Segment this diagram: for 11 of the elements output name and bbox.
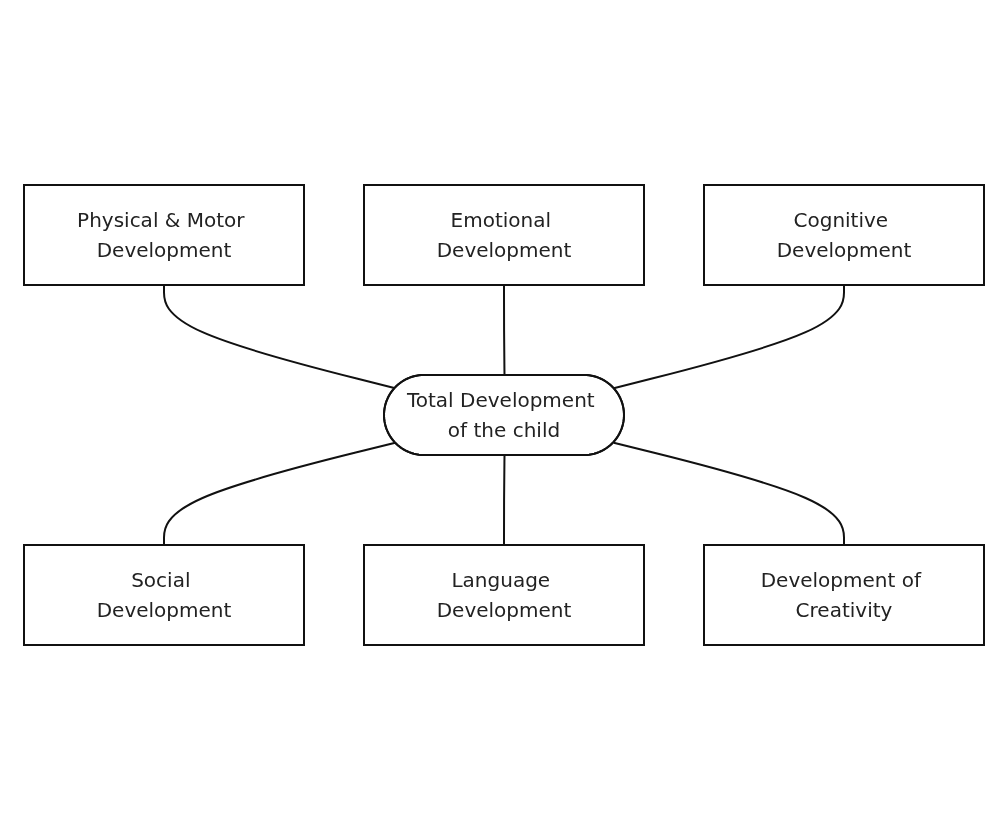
node-box: Physical & Motor Development (22, 183, 305, 286)
connector (502, 283, 505, 376)
node-box: Social Development (22, 543, 305, 646)
node-box: Emotional Development (362, 183, 645, 286)
connector (162, 441, 396, 546)
connector (162, 283, 396, 389)
node-box: Cognitive Development (702, 183, 985, 286)
connector (502, 454, 505, 546)
node-box: Language Development (362, 543, 645, 646)
node-box: Development of Creativity (702, 543, 985, 646)
connector (612, 441, 845, 546)
